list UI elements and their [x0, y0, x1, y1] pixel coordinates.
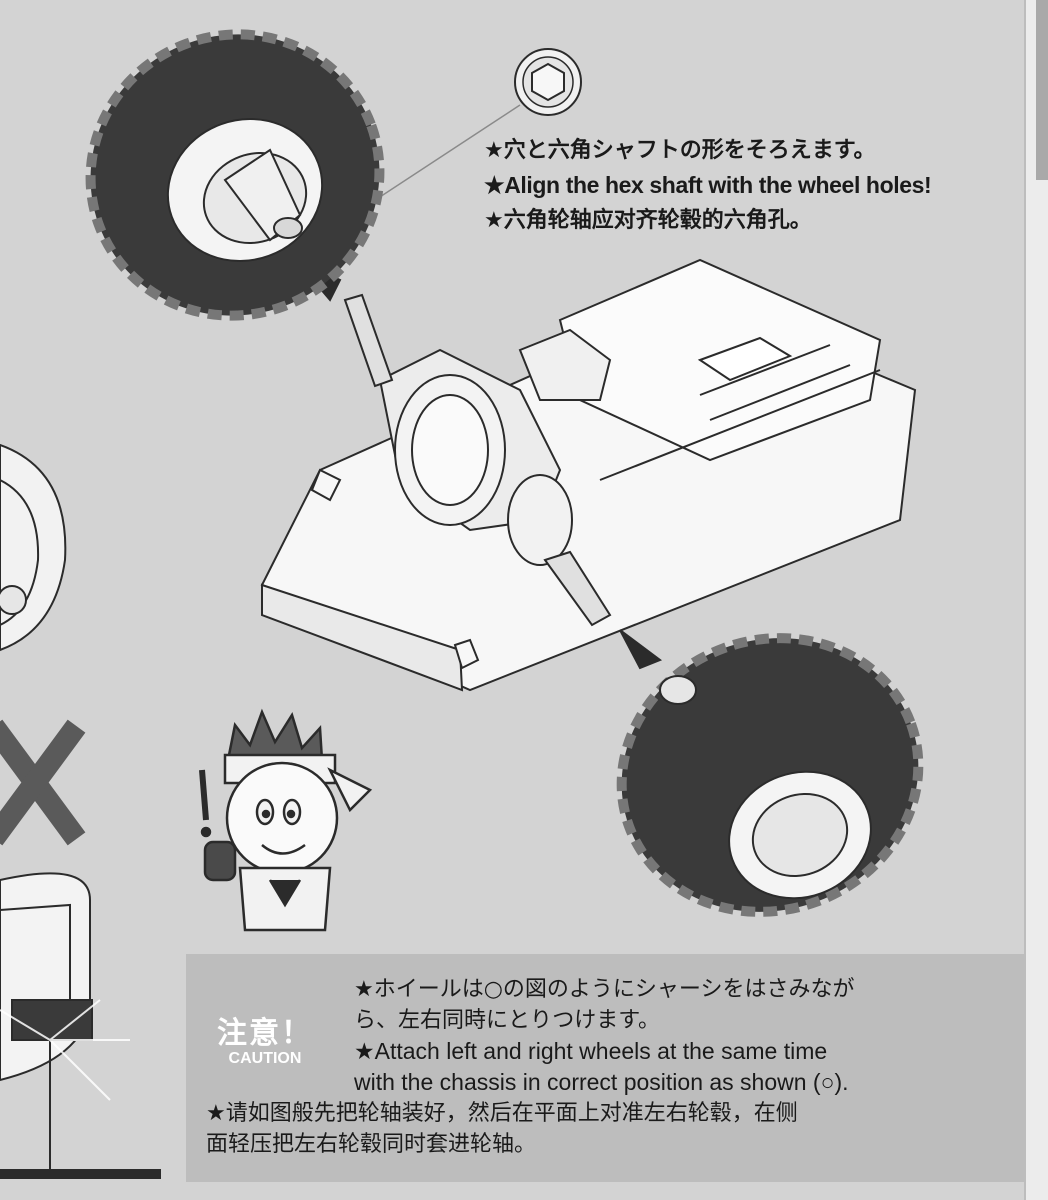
caution-en-line-2: with the chassis in correct position as …	[354, 1069, 849, 1095]
caution-panel: 注意！ CAUTION ★ホイールは○の図のようにシャーシをはさみなが ら、左右…	[186, 954, 1024, 1182]
caution-en-line-1: ★Attach left and right wheels at the sam…	[354, 1038, 828, 1064]
caution-cn-line-2: 面轻压把左右轮毂同时套进轮轴。	[206, 1132, 537, 1157]
hex-alignment-instructions: ★穴と六角シャフトの形をそろえます。 ★Align the hex shaft …	[484, 133, 1014, 238]
incorrect-method-illustration	[0, 872, 161, 1179]
upper-wheel-illustration	[85, 29, 385, 321]
caution-badge-en: CAUTION	[228, 1050, 302, 1067]
caution-jp-line-1: ★ホイールは○の図のようにシャーシをはさみなが	[354, 977, 855, 1002]
mascot-character-illustration	[199, 708, 373, 932]
instruction-en: ★Align the hex shaft with the wheel hole…	[484, 172, 932, 198]
page-edge-divider	[1024, 0, 1026, 1200]
instruction-cn: ★六角轮轴应对齐轮毂的六角孔。	[484, 208, 812, 233]
lower-wheel-illustration	[616, 633, 924, 917]
caution-cn-block: ★请如图般先把轮轴装好，然后在平面上对准左右轮毂，在侧 面轻压把左右轮毂同时套进…	[206, 1098, 1026, 1160]
caution-badge-jp: 注意！	[217, 1016, 313, 1051]
hex-shaft-callout-icon	[514, 48, 582, 116]
wrong-method-x-icon	[0, 719, 86, 846]
left-partial-wheel-illustration	[0, 443, 67, 652]
page-edge-tab	[1036, 0, 1048, 180]
caution-cn-line-1: ★请如图般先把轮轴装好，然后在平面上对准左右轮毂，在侧	[206, 1101, 798, 1126]
caution-text: ★ホイールは○の図のようにシャーシをはさみなが ら、左右同時にとりつけます。 ★…	[206, 974, 1014, 1157]
page-edge-strip	[1024, 0, 1048, 1200]
caution-badge: 注意！ CAUTION	[200, 974, 330, 1104]
chassis-illustration	[260, 258, 917, 692]
instruction-jp: ★穴と六角シャフトの形をそろえます。	[484, 138, 876, 163]
caution-jp-line-2: ら、左右同時にとりつけます。	[354, 1008, 661, 1033]
